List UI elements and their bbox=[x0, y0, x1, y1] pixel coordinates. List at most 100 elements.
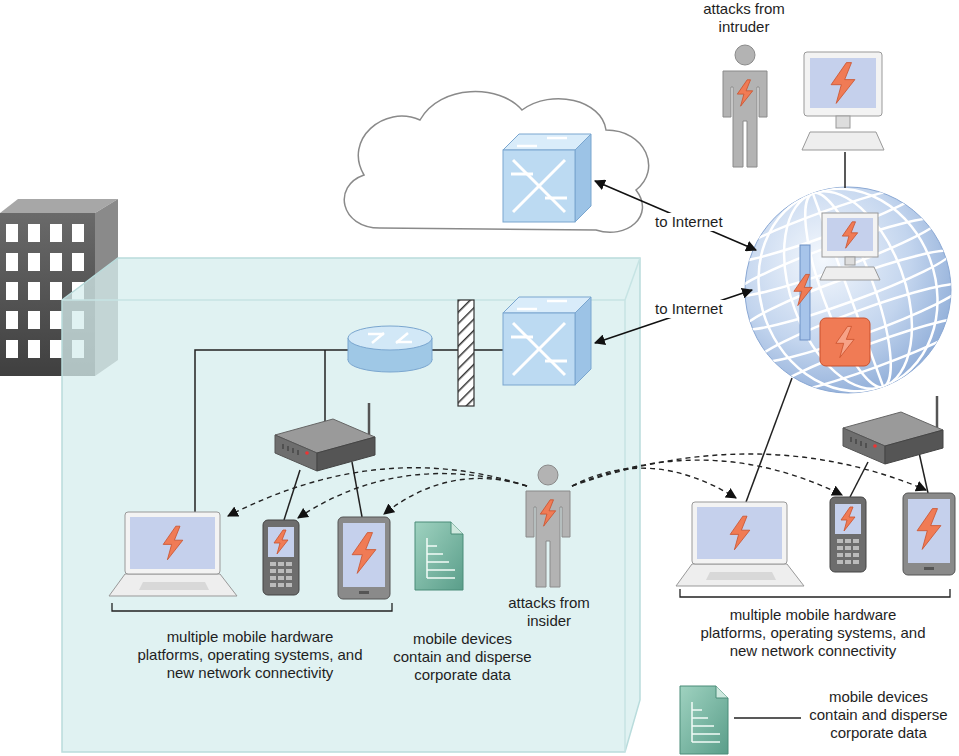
laptop bbox=[130, 517, 215, 569]
wireless-access-point bbox=[856, 439, 857, 444]
wireless-access-point bbox=[873, 444, 877, 448]
router bbox=[348, 326, 432, 372]
laptop bbox=[676, 564, 804, 586]
office-building bbox=[28, 282, 40, 300]
tablet bbox=[903, 493, 955, 575]
corporate-data-document bbox=[680, 686, 728, 754]
wireless-access-point bbox=[843, 428, 885, 464]
network-switch bbox=[503, 313, 575, 385]
attack-bolt bbox=[836, 326, 854, 357]
router bbox=[396, 333, 408, 343]
internet-globe bbox=[845, 257, 855, 265]
link-label: to Internet bbox=[652, 300, 726, 318]
mobile-phone bbox=[286, 569, 292, 573]
network-switch bbox=[513, 160, 565, 212]
attack-bolt bbox=[842, 222, 857, 248]
attacker-person bbox=[735, 45, 755, 65]
annotation-label: mobile devices contain and disperse corp… bbox=[806, 688, 951, 742]
internet-globe bbox=[822, 213, 878, 257]
mobile-phone bbox=[263, 520, 299, 595]
internet-globe bbox=[820, 267, 880, 280]
tablet bbox=[903, 493, 955, 575]
mobile-phone bbox=[830, 497, 866, 572]
tablet bbox=[908, 499, 950, 563]
wireless-access-point bbox=[293, 448, 294, 453]
laptop bbox=[109, 512, 237, 596]
wireless-access-point bbox=[288, 446, 289, 451]
network-switch bbox=[575, 297, 591, 385]
mobile-phone bbox=[830, 497, 866, 572]
attack-bolt bbox=[737, 80, 752, 106]
mobile-phone bbox=[270, 583, 276, 587]
network-wire bbox=[352, 462, 362, 517]
router bbox=[432, 338, 433, 360]
office-building bbox=[50, 282, 62, 300]
network-switch bbox=[511, 173, 533, 176]
office-building bbox=[50, 253, 62, 271]
laptop bbox=[125, 512, 220, 574]
network-wire bbox=[284, 470, 300, 520]
laptop bbox=[139, 582, 209, 590]
globe-grid bbox=[789, 184, 908, 395]
office-building bbox=[50, 311, 62, 329]
intruder-computer bbox=[844, 152, 846, 188]
tablet bbox=[343, 523, 385, 587]
enterprise-boundary bbox=[62, 258, 640, 752]
annotation-label: multiple mobile hardware platforms, oper… bbox=[697, 606, 929, 660]
insider-attack-path bbox=[572, 454, 926, 490]
office-building bbox=[28, 340, 40, 358]
mobile-phone bbox=[270, 576, 276, 580]
tablet bbox=[359, 591, 369, 594]
laptop bbox=[676, 502, 804, 586]
wireless-access-point bbox=[275, 435, 317, 471]
mobile-phone bbox=[263, 520, 299, 595]
router bbox=[348, 326, 432, 350]
intruder-computer bbox=[802, 132, 884, 150]
network-switch bbox=[513, 323, 565, 375]
office-building bbox=[6, 311, 18, 329]
wireless-access-point bbox=[275, 403, 375, 471]
corporate-data-document bbox=[680, 686, 728, 754]
mobile-phone bbox=[837, 553, 843, 557]
office-building bbox=[72, 224, 84, 242]
attacker-person bbox=[526, 465, 570, 587]
network-switch bbox=[503, 134, 591, 222]
internet-cloud bbox=[344, 92, 648, 233]
mobile-phone bbox=[270, 562, 276, 566]
corporate-data-document bbox=[415, 522, 463, 590]
attacker-person bbox=[723, 45, 767, 167]
mobile-phone bbox=[270, 569, 276, 573]
wireless-access-point bbox=[368, 403, 371, 437]
wireless-access-point bbox=[283, 444, 284, 449]
internet-globe bbox=[827, 218, 873, 251]
network-switch bbox=[547, 300, 567, 303]
annotation-label: multiple mobile hardware platforms, oper… bbox=[134, 628, 366, 682]
link-label: to Internet bbox=[652, 213, 726, 231]
network-wire bbox=[195, 350, 503, 520]
mobile-phone bbox=[837, 539, 843, 543]
network-switch bbox=[513, 323, 565, 375]
wireless-access-point bbox=[936, 396, 939, 430]
insider-attack-path bbox=[572, 468, 736, 498]
office-building bbox=[6, 282, 18, 300]
mobile-phone bbox=[845, 560, 851, 564]
internet-link-arrow bbox=[595, 181, 756, 343]
corporate-data-document bbox=[427, 538, 455, 578]
insider-attack-path bbox=[228, 468, 527, 516]
mobile-phone bbox=[853, 553, 859, 557]
corporate-data-document bbox=[716, 686, 728, 698]
attack-bolt bbox=[730, 516, 750, 550]
globe-grid bbox=[764, 307, 959, 405]
globe-grid bbox=[707, 149, 959, 431]
device-group-bracket bbox=[680, 589, 950, 597]
router bbox=[348, 338, 349, 360]
attack-bolt bbox=[163, 526, 183, 560]
network-switch bbox=[513, 160, 565, 212]
internet-globe bbox=[820, 318, 870, 366]
attack-bolt bbox=[841, 507, 855, 531]
insider-attack-path bbox=[228, 454, 926, 518]
network-switch bbox=[547, 137, 567, 140]
intruder-computer bbox=[802, 52, 884, 188]
mobile-phone bbox=[286, 576, 292, 580]
enterprise-boundary bbox=[625, 258, 640, 300]
